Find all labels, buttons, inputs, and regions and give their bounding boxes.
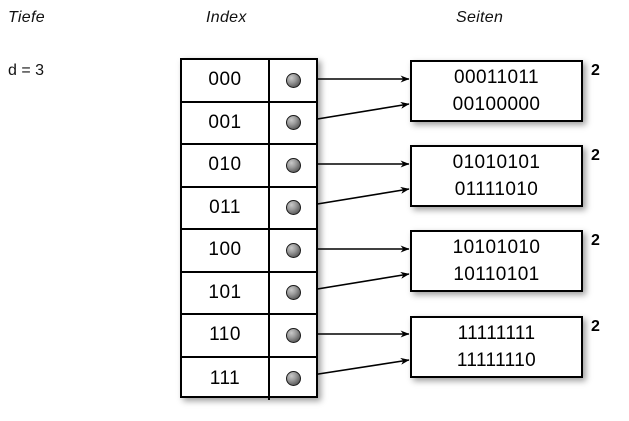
index-key: 011	[182, 187, 270, 228]
index-key: 110	[182, 315, 270, 356]
index-row[interactable]: 100	[182, 230, 316, 273]
page-record: 10110101	[453, 264, 540, 285]
index-key: 111	[182, 357, 270, 400]
pointer-dot-icon	[285, 200, 301, 216]
page-record: 11111110	[456, 350, 537, 371]
index-key: 000	[182, 60, 270, 101]
column-heading-pages: Seiten	[456, 9, 504, 26]
index-row[interactable]: 001	[182, 102, 316, 145]
page-local-depth: 2	[591, 147, 600, 164]
page-box[interactable]: 10101010 10110101	[410, 230, 583, 292]
pointer-dot-icon	[285, 157, 301, 173]
page-box[interactable]: 01010101 01111010	[410, 145, 583, 207]
index-pointer-cell[interactable]	[270, 315, 316, 356]
index-row[interactable]: 101	[182, 272, 316, 315]
page-box[interactable]: 11111111 11111110	[410, 316, 583, 378]
column-heading-depth: Tiefe	[8, 9, 45, 26]
page-record: 00100000	[452, 94, 541, 115]
depth-value-label: d = 3	[8, 62, 45, 79]
page-local-depth: 2	[591, 232, 600, 249]
pointer-dot-icon	[285, 285, 301, 301]
index-key: 010	[182, 145, 270, 186]
page-box[interactable]: 00011011 00100000	[410, 60, 583, 122]
index-pointer-cell[interactable]	[270, 358, 316, 401]
index-pointer-cell[interactable]	[270, 103, 316, 144]
index-key: 101	[182, 272, 270, 313]
page-record: 11111111	[457, 323, 536, 344]
index-row[interactable]: 110	[182, 315, 316, 358]
index-table: 000 001 010 011 100 101 110	[180, 58, 318, 401]
index-pointer-cell[interactable]	[270, 273, 316, 314]
page-local-depth: 2	[591, 318, 600, 335]
index-key: 100	[182, 230, 270, 271]
index-pointer-cell[interactable]	[270, 60, 316, 101]
index-pointer-cell[interactable]	[270, 188, 316, 229]
page-record: 01111010	[454, 179, 539, 200]
index-pointer-cell[interactable]	[270, 145, 316, 186]
pointer-dot-icon	[285, 327, 301, 343]
index-row[interactable]: 010	[182, 145, 316, 188]
index-row[interactable]: 111	[182, 357, 316, 401]
pointer-dot-icon	[285, 242, 301, 258]
index-row[interactable]: 000	[182, 60, 316, 103]
column-heading-index: Index	[206, 9, 247, 26]
pointer-dot-icon	[285, 371, 301, 387]
index-row[interactable]: 011	[182, 187, 316, 230]
pointer-dot-icon	[285, 115, 301, 131]
page-record: 01010101	[452, 152, 541, 173]
page-record: 00011011	[454, 67, 539, 88]
page-local-depth: 2	[591, 62, 600, 79]
page-record: 10101010	[452, 237, 541, 258]
index-key: 001	[182, 102, 270, 143]
pointer-dot-icon	[285, 72, 301, 88]
index-pointer-cell[interactable]	[270, 230, 316, 271]
